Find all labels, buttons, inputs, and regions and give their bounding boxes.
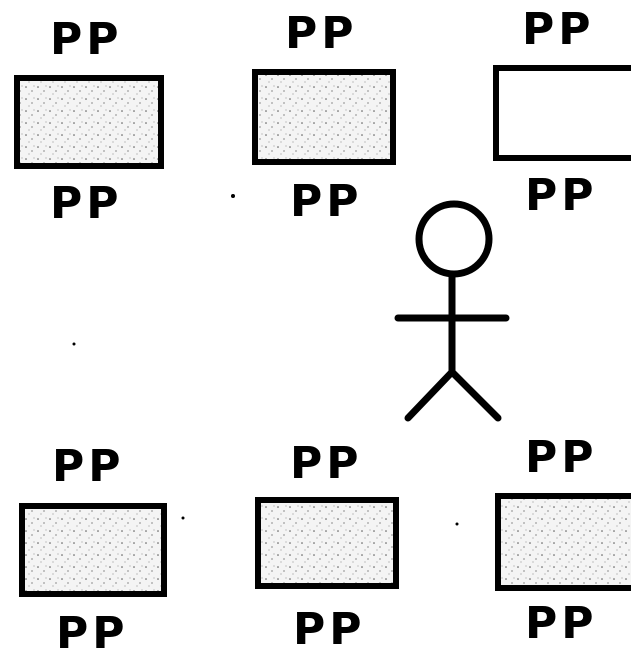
figure-head [419, 204, 489, 274]
figure-left-leg [408, 372, 452, 418]
figure-right-leg [452, 372, 498, 418]
label-bottom: PP [293, 604, 366, 655]
table-rect [17, 78, 161, 166]
table-rect [255, 72, 393, 162]
label-top: PP [525, 432, 598, 483]
table-group-1: PP PP [17, 14, 161, 229]
label-top: PP [52, 441, 125, 492]
label-bottom: PP [50, 178, 123, 229]
table-group-6: PP PP [498, 432, 631, 649]
table-group-4: PP PP [22, 441, 164, 657]
label-bottom: PP [525, 170, 598, 221]
label-bottom: PP [56, 608, 129, 657]
table-group-2: PP PP [255, 8, 393, 227]
stray-mark [456, 523, 459, 526]
table-rect [496, 68, 631, 158]
stray-mark [231, 194, 235, 198]
label-top: PP [522, 4, 595, 55]
label-bottom: PP [290, 176, 363, 227]
stick-figure [398, 204, 506, 418]
label-top: PP [285, 8, 358, 59]
table-rect [22, 506, 164, 594]
table-group-3: PP PP [496, 4, 631, 221]
table-rect [258, 500, 396, 586]
table-rect [498, 496, 631, 588]
stray-mark [182, 517, 185, 520]
label-top: PP [290, 438, 363, 489]
label-bottom: PP [525, 598, 598, 649]
stray-mark [73, 343, 76, 346]
label-top: PP [50, 14, 123, 65]
table-group-5: PP PP [258, 438, 396, 655]
